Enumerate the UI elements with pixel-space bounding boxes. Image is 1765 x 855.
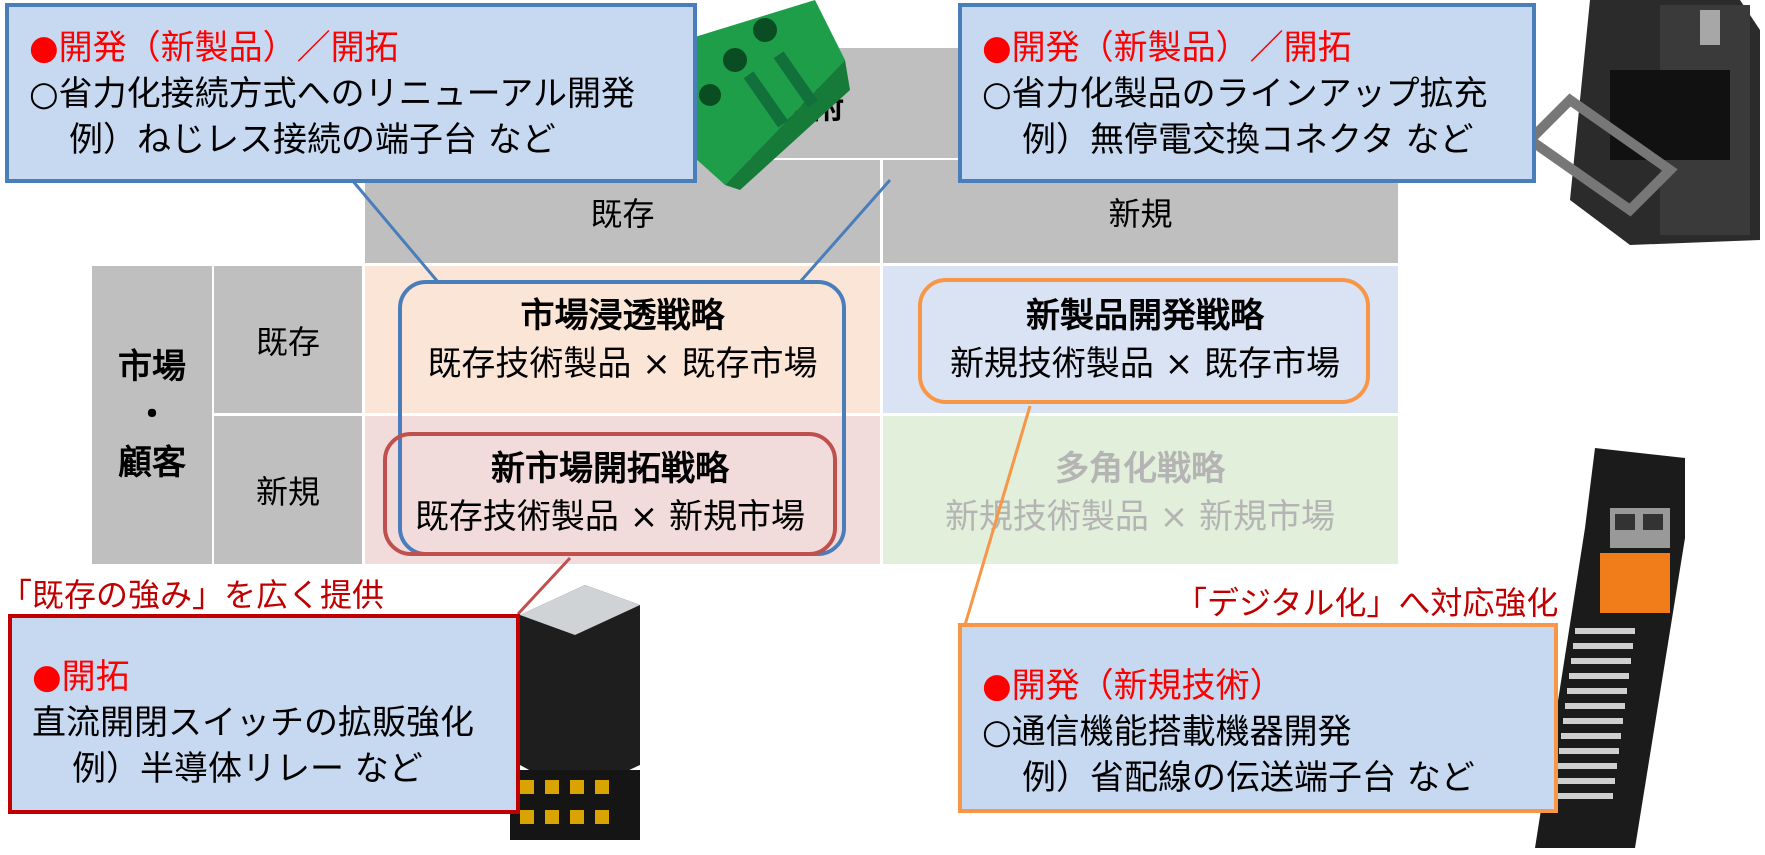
callout-top-right-line1: ○省力化製品のラインアップ拡充 (982, 74, 1488, 114)
market-development-outline (383, 432, 837, 556)
callout-top-right-line2: 例）無停電交換コネクタ など (1022, 120, 1474, 160)
quadrant-diversification-bg (883, 416, 1398, 564)
callout-top-left-line2: 例）ねじレス接続の端子台 など (69, 120, 556, 160)
quadrant-diversification: 多角化戦略 新規技術製品 × 新規市場 (900, 438, 1380, 548)
callout-bottom-left-line1: 直流開閉スイッチの拡販強化 (32, 703, 474, 743)
market-development-subtitle: 既存技術製品 × 新規市場 (414, 497, 806, 537)
caption-digitalization: 「デジタル化」へ対応強化 (1175, 584, 1559, 622)
green-terminal-block-image (665, 0, 855, 190)
callout-top-right: ●開発（新製品）／開拓 ○省力化製品のラインアップ拡充 例）無停電交換コネクタ … (958, 3, 1536, 183)
row-header-new: 新規 (214, 416, 362, 564)
callout-bottom-right-heading: ●開発（新規技術） (982, 666, 1284, 706)
row-header-existing: 既存 (214, 266, 362, 413)
connector-top-right (798, 179, 892, 283)
column-label-new: 新規 (1108, 194, 1173, 233)
row-label-existing: 既存 (255, 322, 320, 361)
semiconductor-relay-image (500, 575, 655, 851)
market-axis-label: 市場 ・ 顧客 (118, 347, 186, 483)
uninterruptible-connector-image (1510, 0, 1765, 250)
market-penetration-subtitle: 既存技術製品 × 既存市場 (427, 344, 818, 384)
diversification-title: 多角化戦略 (1055, 449, 1225, 489)
market-penetration-title: 市場浸透戦略 (520, 296, 725, 336)
row-label-new: 新規 (255, 473, 320, 511)
market-axis-header: 市場 ・ 顧客 (92, 266, 212, 564)
column-label-existing: 既存 (590, 194, 655, 233)
callout-bottom-right: ●開発（新規技術） ○通信機能搭載機器開発 例）省配線の伝送端子台 など (958, 623, 1558, 813)
callout-top-left-heading: ●開発（新製品）／開拓 (29, 28, 399, 68)
callout-bottom-left-heading: ●開拓 (32, 657, 130, 697)
callout-top-left: ●開発（新製品）／開拓 ○省力化接続方式へのリニューアル開発 例）ねじレス接続の… (5, 3, 697, 183)
callout-top-right-heading: ●開発（新製品）／開拓 (982, 28, 1352, 68)
quadrant-market-development: 新市場開拓戦略 既存技術製品 × 新規市場 (385, 438, 835, 548)
connector-bottom-left (516, 556, 572, 616)
quadrant-product-development-bg (883, 266, 1398, 413)
callout-bottom-left-line2: 例）半導体リレー など (72, 749, 423, 789)
quadrant-product-development: 新製品開発戦略 新規技術製品 × 既存市場 (920, 285, 1370, 395)
caption-existing-strengths: 「既存の強み」を広く提供 (0, 576, 385, 614)
connector-top-left (350, 179, 440, 283)
callout-bottom-right-line2: 例）省配線の伝送端子台 など (1022, 758, 1475, 798)
diversification-subtitle: 新規技術製品 × 新規市場 (944, 497, 1336, 537)
transmission-terminal-block-image (1515, 448, 1705, 851)
market-development-title: 新市場開拓戦略 (491, 449, 729, 489)
quadrant-market-development-bg (365, 416, 880, 564)
product-development-subtitle: 新規技術製品 × 既存市場 (949, 344, 1341, 384)
quadrant-market-penetration-bg (365, 266, 880, 413)
callout-bottom-right-line1: ○通信機能搭載機器開発 (982, 712, 1352, 752)
product-development-title: 新製品開発戦略 (1026, 296, 1264, 336)
callout-top-left-line1: ○省力化接続方式へのリニューアル開発 (29, 74, 635, 114)
callout-bottom-left: ●開拓 直流開閉スイッチの拡販強化 例）半導体リレー など (8, 614, 520, 814)
quadrant-market-penetration: 市場浸透戦略 既存技術製品 × 既存市場 (365, 285, 880, 395)
product-development-outline (918, 278, 1370, 404)
connector-bottom-right (963, 405, 1032, 626)
